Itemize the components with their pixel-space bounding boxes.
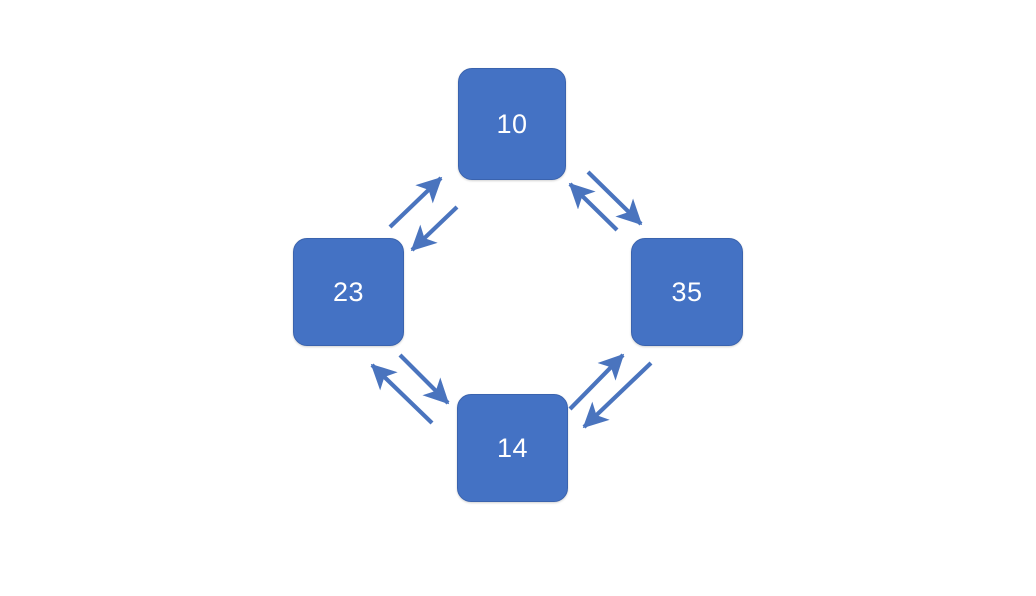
edge-10-to-35 — [586, 170, 643, 226]
node-23[interactable]: 23 — [293, 238, 404, 346]
edge-14-to-23 — [370, 363, 434, 425]
node-23-label: 23 — [332, 276, 365, 307]
node-14-label: 14 — [496, 432, 529, 463]
node-35[interactable]: 35 — [631, 238, 743, 346]
node-35-label: 35 — [671, 276, 703, 307]
edge-35-to-14 — [582, 361, 653, 429]
edge-23-to-10 — [388, 176, 443, 229]
node-14[interactable]: 14 — [457, 394, 568, 502]
edge-14-to-35 — [568, 353, 625, 411]
edge-23-to-14 — [398, 353, 450, 405]
node-10-label: 10 — [496, 108, 528, 139]
node-10[interactable]: 10 — [458, 68, 566, 180]
edge-35-to-10 — [568, 182, 619, 232]
edge-10-to-23 — [410, 205, 459, 252]
